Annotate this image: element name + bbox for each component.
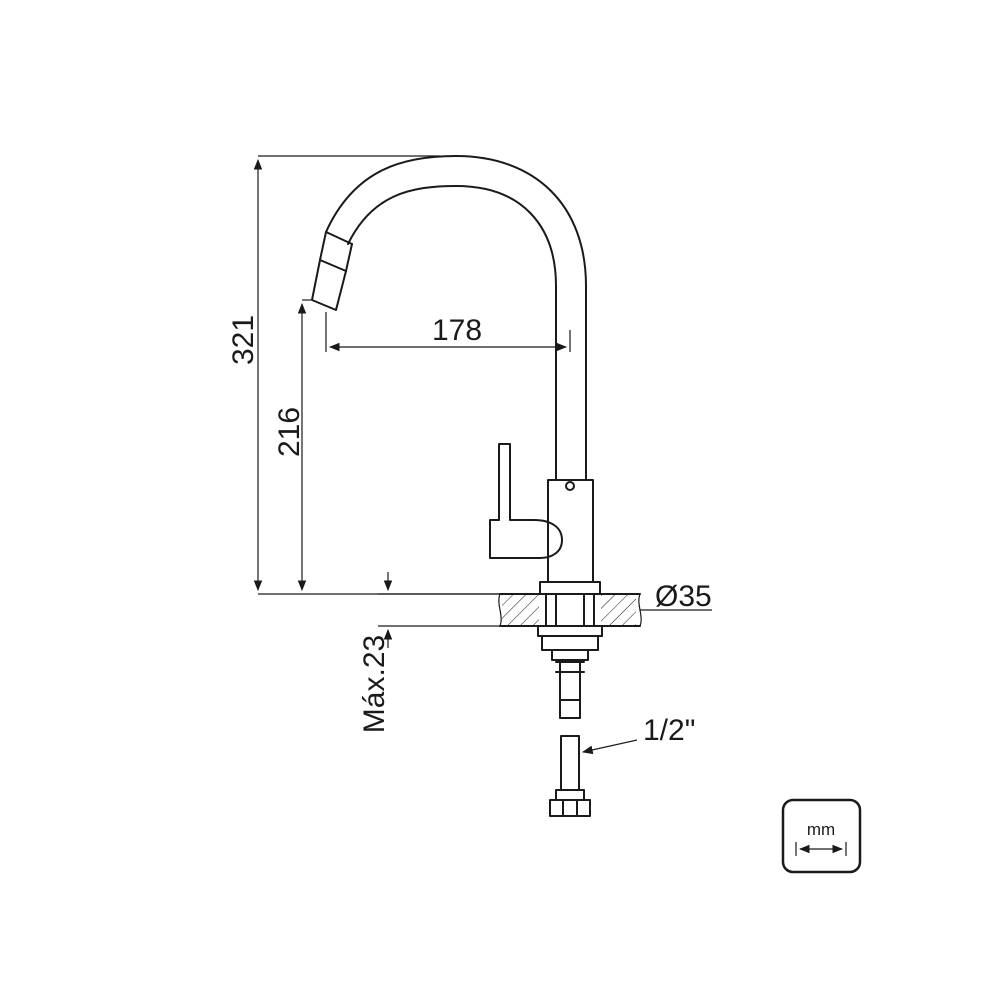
spout-ring	[325, 231, 353, 245]
dimension-total-height: 321	[227, 155, 500, 595]
base-flange	[539, 581, 601, 595]
dimension-total-height-label: 321	[227, 315, 260, 365]
aerator	[319, 231, 353, 272]
callout-connection: 1/2"	[581, 714, 695, 755]
spout-ring	[319, 259, 347, 272]
dimension-spout-height-label: 216	[273, 407, 306, 457]
lever-handle	[489, 443, 563, 559]
countertop	[498, 593, 642, 627]
spout-inner	[347, 185, 557, 481]
units-arrow-icon	[795, 842, 847, 856]
body-block	[547, 479, 594, 583]
faucet-outline	[311, 155, 601, 595]
units-badge: mm	[781, 798, 862, 874]
dimension-spout-reach-label: 178	[432, 314, 482, 347]
spout-outer	[325, 155, 587, 481]
dimension-spout-reach: 178	[325, 312, 571, 352]
dimension-max-thickness: Máx.23	[358, 572, 500, 733]
units-badge-label: mm	[807, 820, 835, 839]
aerator-tip	[311, 259, 347, 311]
dimension-spout-height: 216	[273, 299, 312, 592]
fixing-assembly	[537, 593, 603, 701]
dimension-max-thickness-label: Máx.23	[358, 635, 391, 733]
dimension-hole-diameter-label: Ø35	[655, 580, 712, 613]
body-screw	[565, 481, 575, 491]
callout-connection-label: 1/2"	[643, 714, 695, 747]
dimension-hole-diameter: Ø35	[640, 580, 712, 613]
flexible-hose	[549, 699, 591, 817]
